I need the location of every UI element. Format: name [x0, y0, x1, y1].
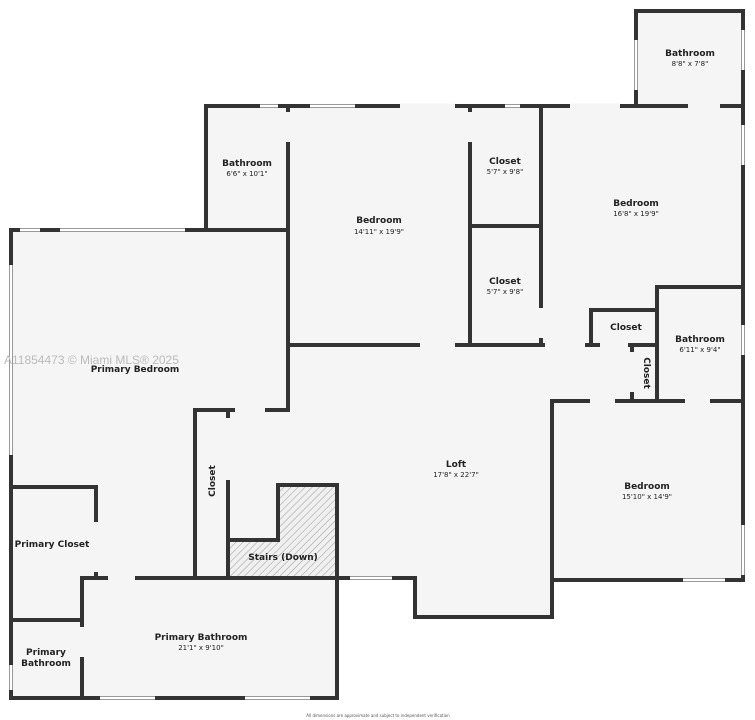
room-label: Closet [489, 277, 521, 287]
room-dims: 16'8" x 19'9" [613, 210, 659, 218]
room-dims: 5'7" x 9'8" [487, 168, 524, 176]
watermark: A11854473 © Miami MLS® 2025 [4, 353, 179, 367]
room-label: Bedroom [624, 482, 670, 492]
room-label: Primary Closet [15, 540, 90, 550]
room-label: Stairs (Down) [248, 553, 317, 563]
room-label: Primary Bedroom [91, 365, 180, 375]
room-dims: 8'8" x 7'8" [672, 60, 709, 68]
windows [9, 30, 745, 700]
room-label: Primary [26, 648, 66, 658]
room-label: Bathroom [21, 659, 71, 669]
room-dims: 21'1" x 9'10" [178, 644, 224, 652]
room-label: Closet [489, 157, 521, 167]
room-label: Bathroom [222, 159, 272, 169]
room-dims: 6'11" x 9'4" [679, 346, 720, 354]
doorways [79, 103, 720, 657]
closet-vertical-left [193, 408, 230, 580]
room-label: Bedroom [613, 199, 659, 209]
room-dims: 15'10" x 14'9" [622, 493, 672, 501]
room-label: Primary Bathroom [155, 633, 248, 643]
primary-bathroom-small [9, 618, 84, 700]
room-dims: 5'7" x 9'8" [487, 288, 524, 296]
bathroom-upper-left [204, 104, 290, 232]
room-dims: 17'8" x 22'7" [433, 471, 479, 479]
room-dims: 6'6" x 10'1" [226, 170, 267, 178]
room-label: Closet [208, 464, 218, 496]
bedroom-lower-right [550, 399, 745, 582]
room-label: Bathroom [665, 49, 715, 59]
footer-disclaimer: All dimensions are approximate and subje… [306, 713, 450, 718]
room-label: Closet [610, 323, 642, 333]
room-label: Loft [446, 460, 467, 470]
room-label: Bathroom [675, 335, 725, 345]
room-label: Bedroom [356, 216, 402, 226]
room-label: Closet [641, 357, 651, 389]
room-dims: 14'11" x 19'9" [354, 228, 404, 236]
